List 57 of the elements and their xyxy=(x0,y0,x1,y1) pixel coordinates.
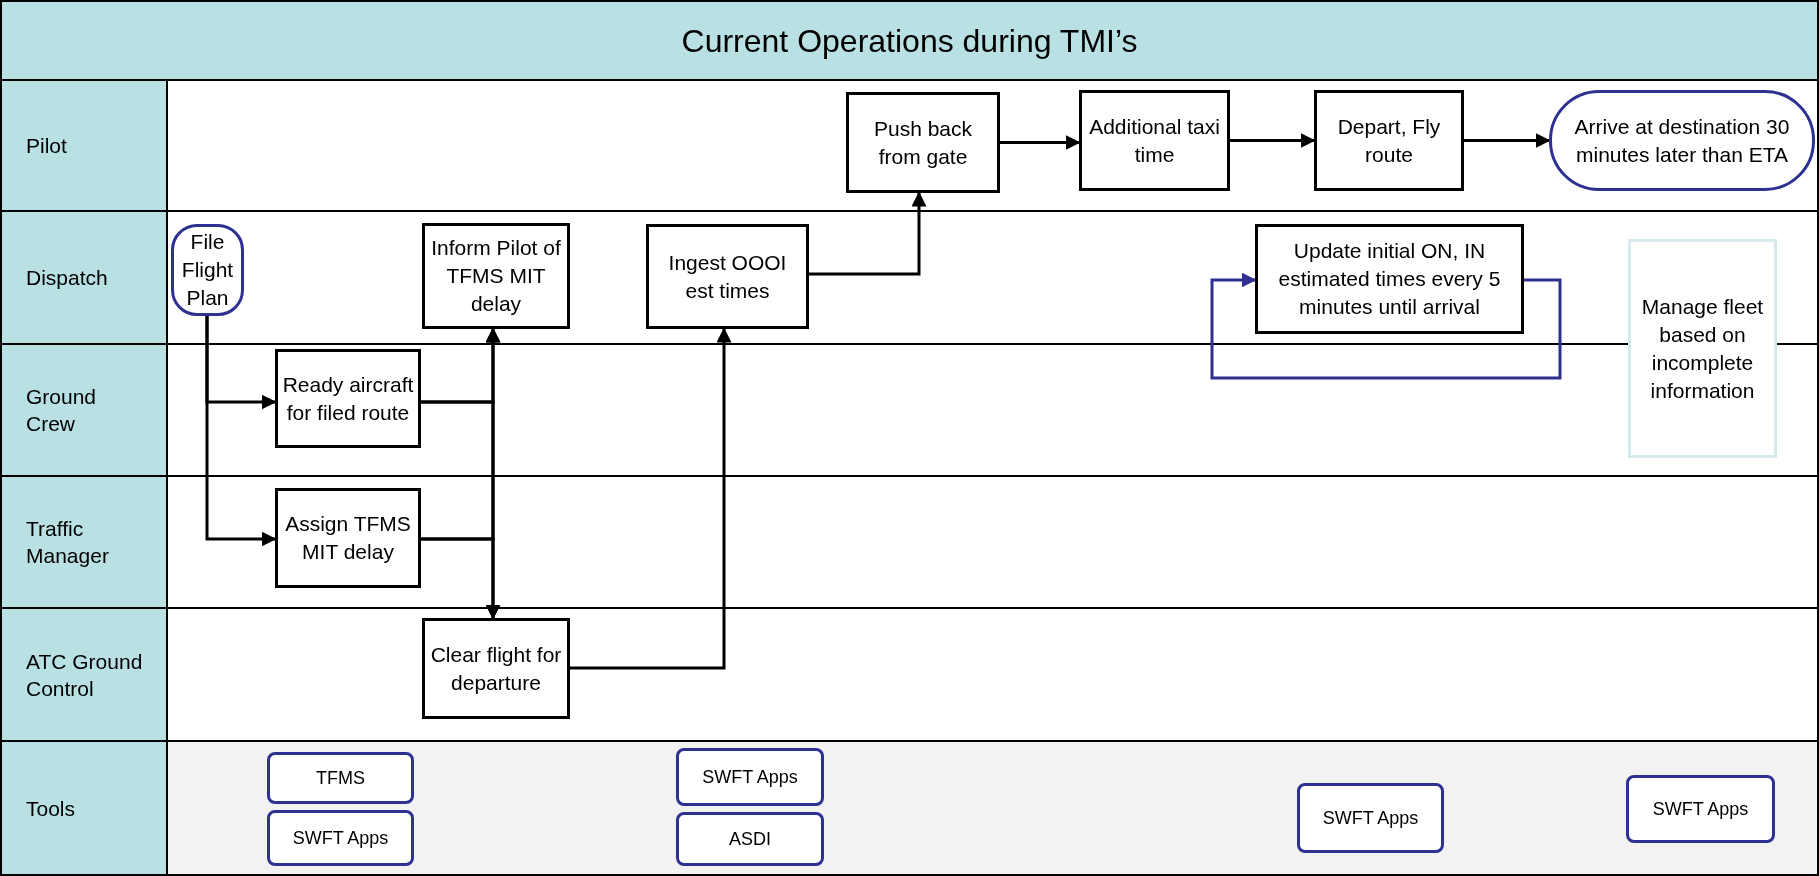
node-text: Additional taxi time xyxy=(1088,113,1221,168)
process-box xyxy=(646,224,809,329)
arrow xyxy=(205,316,277,547)
lane-label: Dispatch xyxy=(26,265,109,291)
end-terminal xyxy=(1549,90,1815,191)
node-text: TFMS xyxy=(316,768,365,788)
arrow xyxy=(1230,133,1316,148)
node-text: Inform Pilot of TFMS MIT delay xyxy=(430,235,562,317)
node-text: Update initial ON, IN estimated times every 5 minutes until arrival xyxy=(1277,238,1502,320)
lane-header xyxy=(0,742,168,876)
node-text: SWFT Apps xyxy=(1652,799,1749,819)
tool-box xyxy=(1626,775,1775,843)
tool-box xyxy=(267,752,414,804)
arrow xyxy=(1464,133,1551,148)
node-text: SWFT Apps xyxy=(702,767,798,787)
process-box xyxy=(1079,90,1230,191)
node-text: Push back from gate xyxy=(872,115,974,170)
node-text: Ready aircraft for filed route xyxy=(282,371,414,426)
lane-header xyxy=(0,345,168,477)
lane-label: Tools xyxy=(26,795,77,822)
tool-box xyxy=(676,812,824,866)
lane-label: Pilot xyxy=(26,133,68,159)
process-box xyxy=(846,92,1000,193)
process-box xyxy=(275,488,421,588)
tool-box xyxy=(1297,783,1444,853)
arrow xyxy=(570,327,732,670)
lane-header xyxy=(0,81,168,212)
process-box xyxy=(422,223,570,329)
node-text: Arrive at destination 30 minutes later than ETA xyxy=(1573,113,1791,168)
node-text: SWFT Apps xyxy=(292,828,389,848)
tool-box xyxy=(676,748,824,806)
note-box xyxy=(1628,239,1777,458)
node-text: File Flight Plan xyxy=(180,229,235,311)
start-terminal xyxy=(171,224,244,316)
node-text: Ingest OOOI est times xyxy=(667,249,788,304)
node-text: SWFT Apps xyxy=(1322,808,1419,828)
lane-label: Traffic Manager xyxy=(26,516,110,569)
lane-label: Ground Crew xyxy=(26,384,98,437)
diagram-title: Current Operations during TMI’s xyxy=(681,21,1138,61)
process-box xyxy=(275,349,421,448)
node-text: Clear flight for departure xyxy=(429,641,563,696)
tool-box xyxy=(267,810,414,866)
lane-label: ATC Ground Control xyxy=(26,648,144,702)
lane-header xyxy=(0,212,168,345)
process-box xyxy=(1255,224,1524,334)
node-text: Assign TFMS MIT delay xyxy=(284,511,412,565)
arrow xyxy=(809,191,927,276)
node-text: Depart, Fly route xyxy=(1336,113,1442,168)
lane-header xyxy=(0,609,168,742)
arrow xyxy=(1210,272,1562,380)
arrow xyxy=(1000,135,1081,150)
lane-header xyxy=(0,477,168,609)
node-text: ASDI xyxy=(729,829,771,849)
node-text: Manage fleet based on incomplete information xyxy=(1640,293,1765,404)
process-box xyxy=(422,618,570,719)
process-box xyxy=(1314,90,1464,191)
arrow xyxy=(421,537,501,620)
